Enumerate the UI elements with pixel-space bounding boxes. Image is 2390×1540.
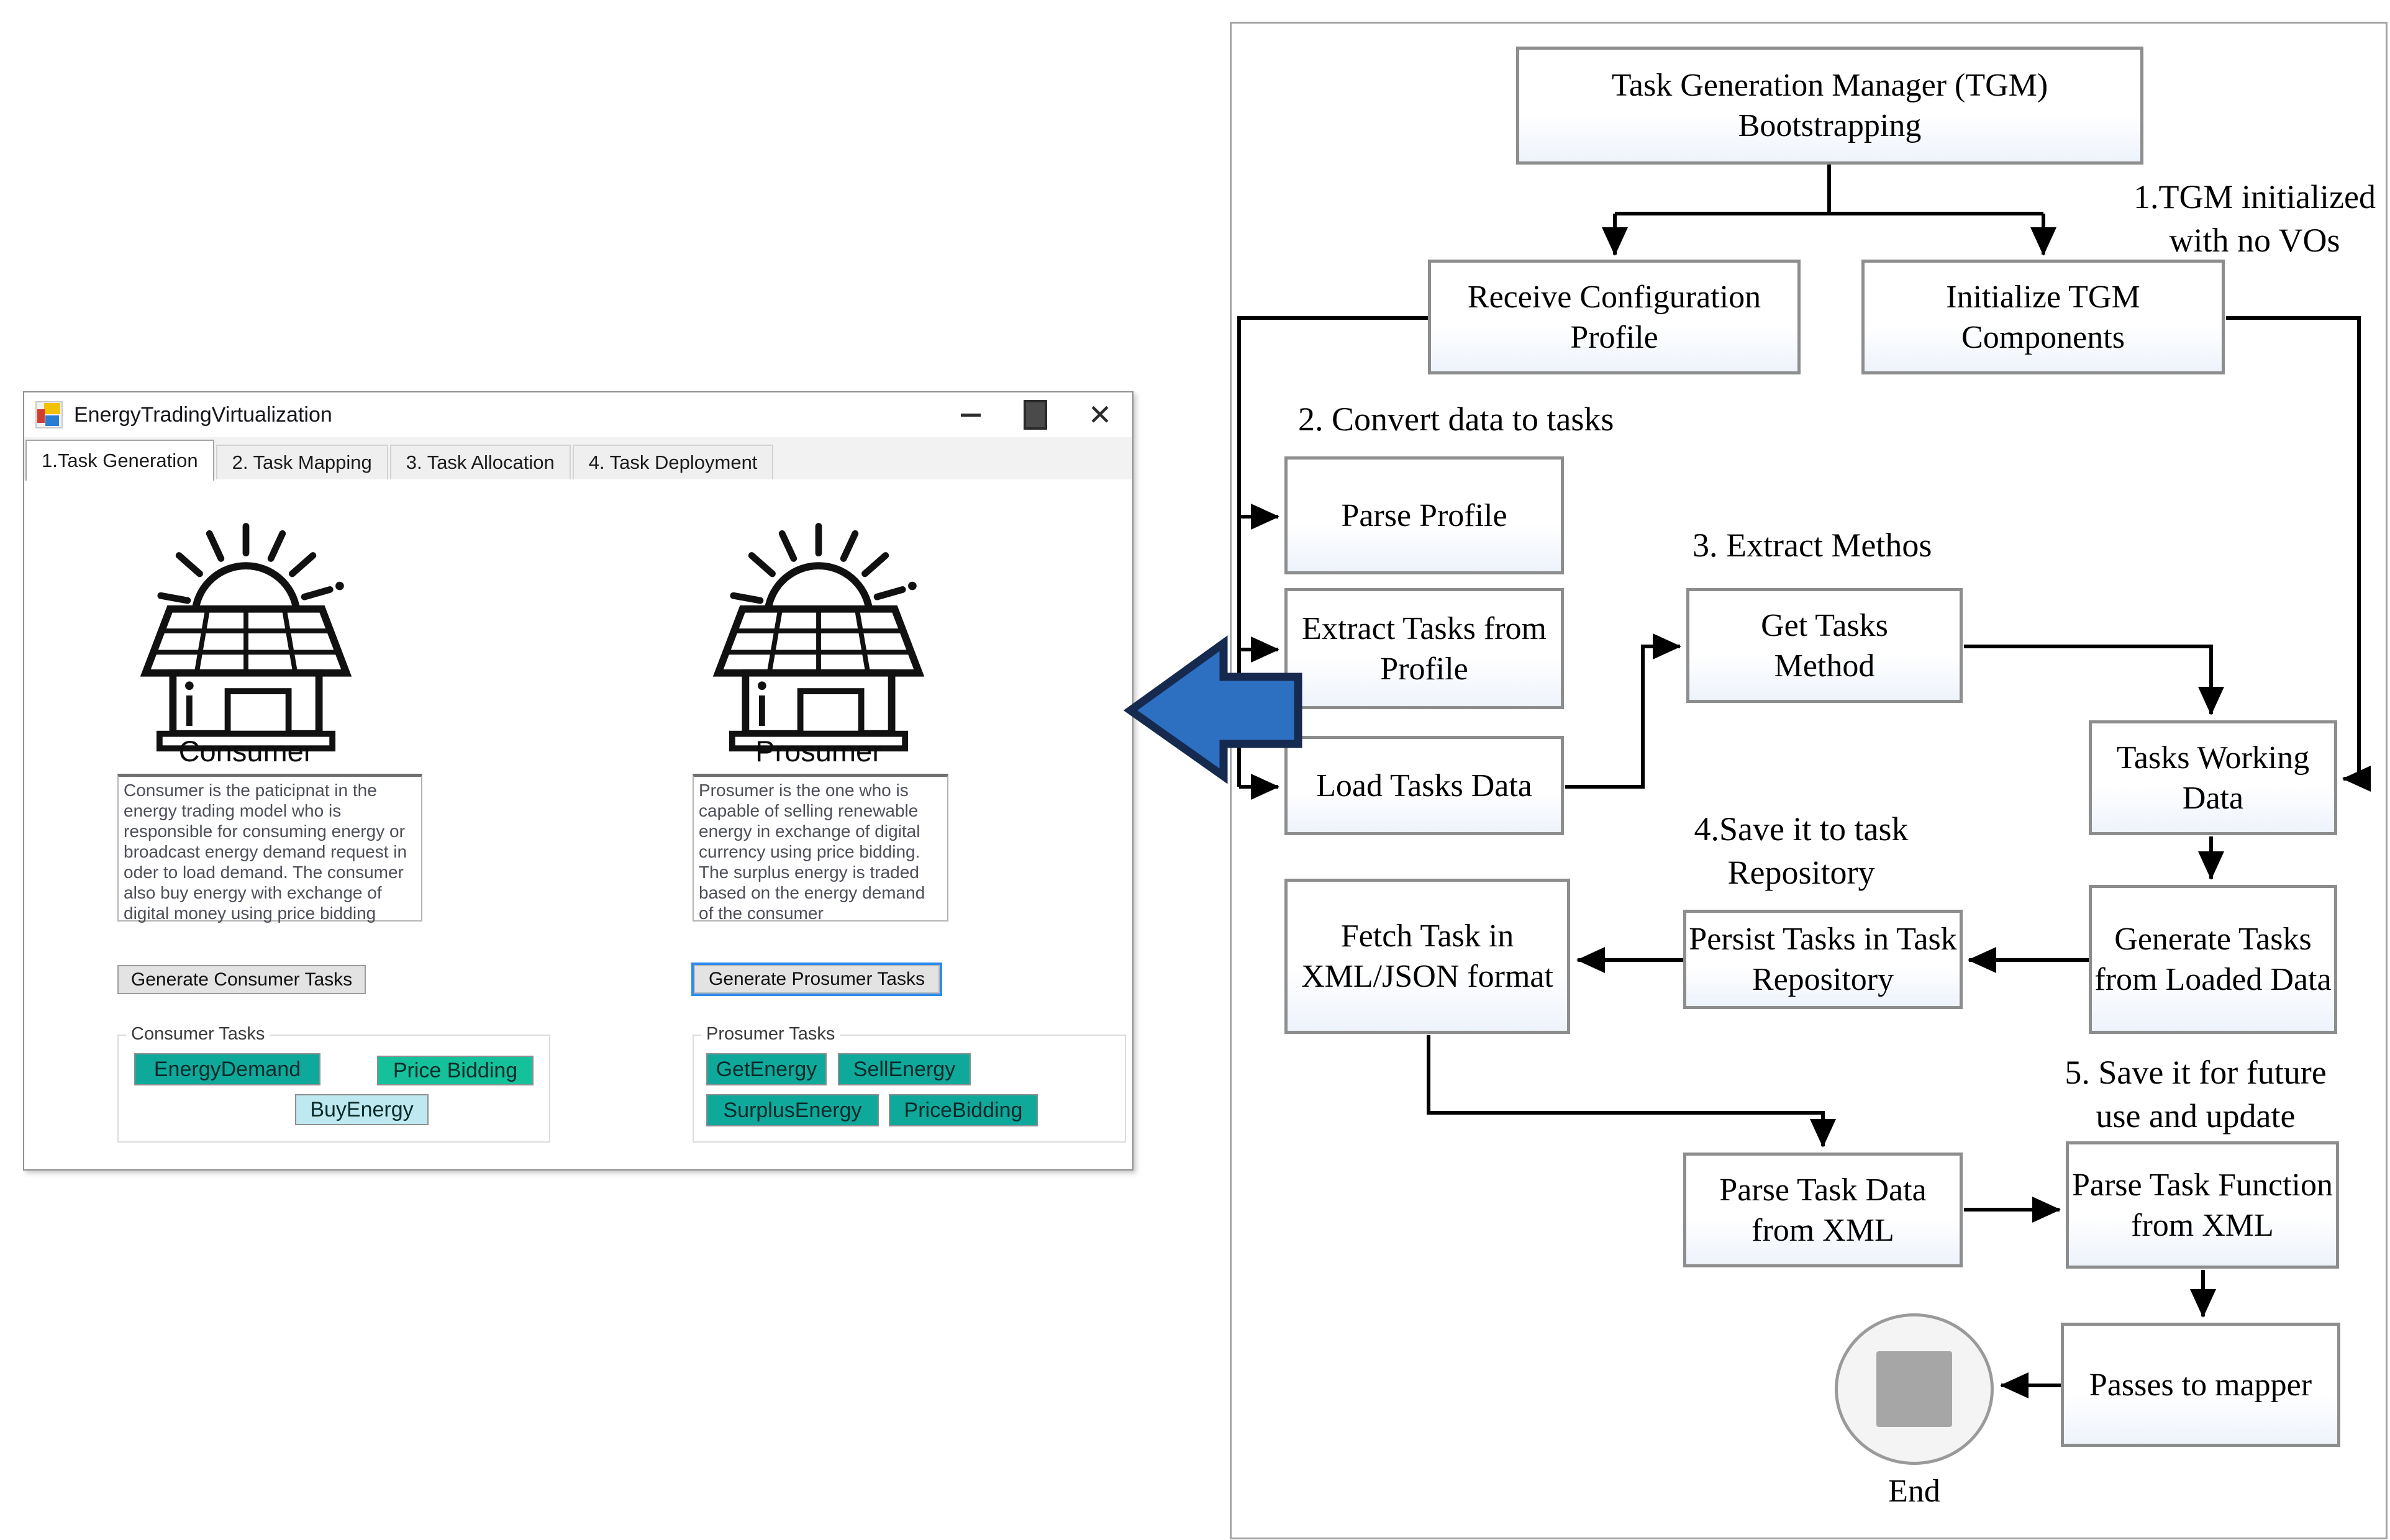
minimize-button[interactable]	[938, 392, 1003, 437]
node-load-tasks-data: Load Tasks Data	[1284, 736, 1564, 835]
consumer-tasks-group: Consumer Tasks EnergyDemand Price Biddin…	[117, 1024, 550, 1143]
generate-prosumer-tasks-button[interactable]: Generate Prosumer Tasks	[691, 962, 942, 996]
title-bar[interactable]: EnergyTradingVirtualization ✕	[24, 392, 1132, 437]
node-get-tasks-method: Get Tasks Method	[1686, 588, 1963, 703]
task-chip-surplusenergy[interactable]: SurplusEnergy	[706, 1094, 879, 1126]
maximize-icon	[1024, 400, 1047, 430]
node-persist-tasks-in-task-repository: Persist Tasks in Task Repository	[1683, 910, 1963, 1009]
node-tasks-working-data: Tasks Working Data	[2089, 720, 2337, 835]
task-chip-pricebidding[interactable]: PriceBidding	[889, 1094, 1038, 1126]
tab-page-task-generation: Consumer Consumer is the paticipnat in t…	[24, 479, 1132, 1169]
tab-task-allocation[interactable]: 3. Task Allocation	[389, 445, 571, 479]
tab-strip: 1.Task Generation 2. Task Mapping 3. Tas…	[24, 437, 1132, 481]
task-chip-getenergy[interactable]: GetEnergy	[706, 1053, 827, 1085]
prosumer-heading: Prosumer	[755, 735, 882, 768]
node-passes-to-mapper: Passes to mapper	[2061, 1323, 2340, 1447]
node-tgm-bootstrapping: Task Generation Manager (TGM) Bootstrapp…	[1516, 47, 2143, 165]
end-label: End	[1888, 1474, 1940, 1509]
task-chip-sellenergy[interactable]: SellEnergy	[838, 1053, 971, 1085]
annotation-4-save-to-task-repository: 4.Save it to task Repository	[1694, 810, 1909, 892]
annotation-5-save-for-future: 5. Save it for future use and update	[2065, 1054, 2327, 1135]
consumer-solar-house-icon	[140, 523, 352, 752]
end-stop-icon	[1876, 1351, 1952, 1427]
node-receive-configuration-profile: Receive Configuration Profile	[1428, 260, 1801, 374]
annotation-2-convert-data: 2. Convert data to tasks	[1298, 401, 1614, 438]
node-initialize-tgm-components: Initialize TGM Components	[1861, 260, 2225, 374]
tab-task-deployment[interactable]: 4. Task Deployment	[572, 445, 774, 479]
window-title: EnergyTradingVirtualization	[74, 402, 332, 427]
prosumer-tasks-group-title: Prosumer Tasks	[701, 1024, 840, 1044]
blue-left-arrow-icon	[1123, 635, 1302, 784]
annotation-3-extract-methos: 3. Extract Methos	[1693, 527, 1932, 564]
tab-task-generation[interactable]: 1.Task Generation	[25, 440, 214, 481]
task-chip-energydemand[interactable]: EnergyDemand	[134, 1053, 320, 1085]
minimize-icon	[961, 413, 981, 417]
prosumer-solar-house-icon	[712, 523, 925, 752]
generate-consumer-tasks-button[interactable]: Generate Consumer Tasks	[117, 965, 366, 994]
node-parse-profile: Parse Profile	[1284, 456, 1564, 574]
consumer-description-textbox[interactable]: Consumer is the paticipnat in the energy…	[117, 774, 422, 923]
app-window: EnergyTradingVirtualization ✕ 1.Task Gen…	[23, 391, 1134, 1171]
maximize-button[interactable]	[1003, 392, 1068, 437]
prosumer-description-textbox[interactable]: Prosumer is the one who is capable of se…	[693, 774, 948, 923]
node-generate-tasks-from-loaded-data: Generate Tasks from Loaded Data	[2089, 885, 2337, 1034]
node-fetch-task-xml-json: Fetch Task in XML/JSON format	[1284, 879, 1570, 1034]
end-terminator	[1835, 1313, 1994, 1465]
consumer-heading: Consumer	[178, 735, 314, 768]
tab-task-mapping[interactable]: 2. Task Mapping	[216, 445, 388, 479]
node-parse-task-function-from-xml: Parse Task Function from XML	[2066, 1141, 2339, 1269]
close-button[interactable]: ✕	[1068, 392, 1132, 437]
close-icon: ✕	[1088, 399, 1112, 431]
task-chip-buyenergy[interactable]: BuyEnergy	[295, 1094, 429, 1125]
consumer-tasks-group-title: Consumer Tasks	[126, 1024, 270, 1044]
node-parse-task-data-from-xml: Parse Task Data from XML	[1683, 1153, 1963, 1267]
task-chip-price-bidding[interactable]: Price Bidding	[377, 1056, 534, 1085]
prosumer-tasks-group: Prosumer Tasks GetEnergy SellEnergy Surp…	[693, 1024, 1126, 1143]
app-icon	[35, 401, 63, 428]
node-extract-tasks-from-profile: Extract Tasks from Profile	[1284, 588, 1564, 709]
annotation-1-tgm-initialized: 1.TGM initialized with no VOs	[2133, 178, 2376, 260]
